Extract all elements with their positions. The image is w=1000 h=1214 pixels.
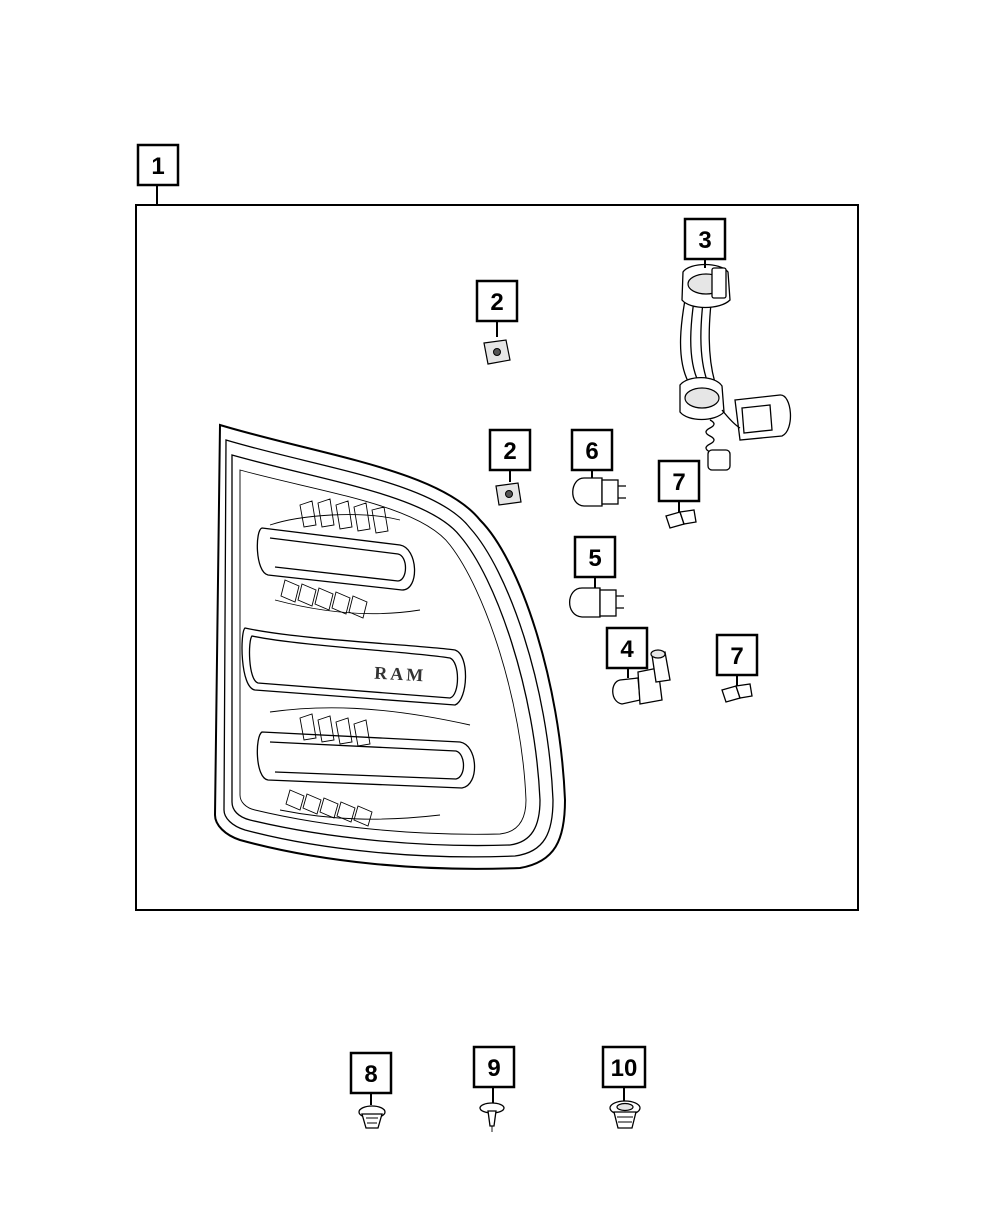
callout-7-lower-label: 7 (730, 643, 743, 670)
callout-10-label: 10 (611, 1055, 638, 1082)
callout-6-label: 6 (585, 438, 598, 465)
callout-2-upper-label: 2 (490, 289, 503, 316)
callout-7-upper-label: 7 (672, 469, 685, 496)
push-pin-8 (358, 1105, 386, 1129)
clip-nut-lower (495, 482, 522, 506)
callout-5: 5 (573, 535, 617, 579)
callout-4: 4 (605, 626, 649, 670)
wedge-bulb-7-lower (721, 683, 753, 703)
bulb-5 (568, 587, 624, 618)
callout-10: 10 (601, 1045, 647, 1089)
callout-1: 1 (136, 143, 180, 187)
callout-1-label: 1 (151, 153, 164, 180)
callout-6: 6 (570, 428, 614, 472)
callout-7-lower: 7 (715, 633, 759, 677)
bulb-6 (572, 477, 626, 507)
callout-8-label: 8 (364, 1061, 377, 1088)
callout-9: 9 (472, 1045, 516, 1089)
callout-2-lower-label: 2 (503, 438, 516, 465)
callout-9-label: 9 (487, 1055, 500, 1082)
callout-2-upper: 2 (475, 279, 519, 323)
bulb-socket-4 (612, 649, 671, 705)
wiring-harness (679, 263, 792, 471)
lower-led-fins (269, 707, 471, 827)
assembly-frame (135, 204, 859, 911)
callout-7-upper: 7 (657, 459, 701, 503)
push-pin-10 (609, 1100, 641, 1129)
callout-4-label: 4 (620, 636, 634, 663)
callout-2-lower: 2 (488, 428, 532, 472)
clip-nut-upper (483, 339, 511, 365)
callout-8: 8 (349, 1051, 393, 1095)
upper-led-fins (269, 498, 421, 619)
callout-3: 3 (683, 217, 727, 261)
lens-logo: RAM (374, 663, 427, 686)
callout-5-label: 5 (588, 545, 601, 572)
tail-lamp-housing: RAM (213, 423, 567, 870)
callout-3-label: 3 (698, 227, 711, 254)
wedge-bulb-7-upper (665, 509, 697, 529)
screw-9 (479, 1102, 505, 1132)
